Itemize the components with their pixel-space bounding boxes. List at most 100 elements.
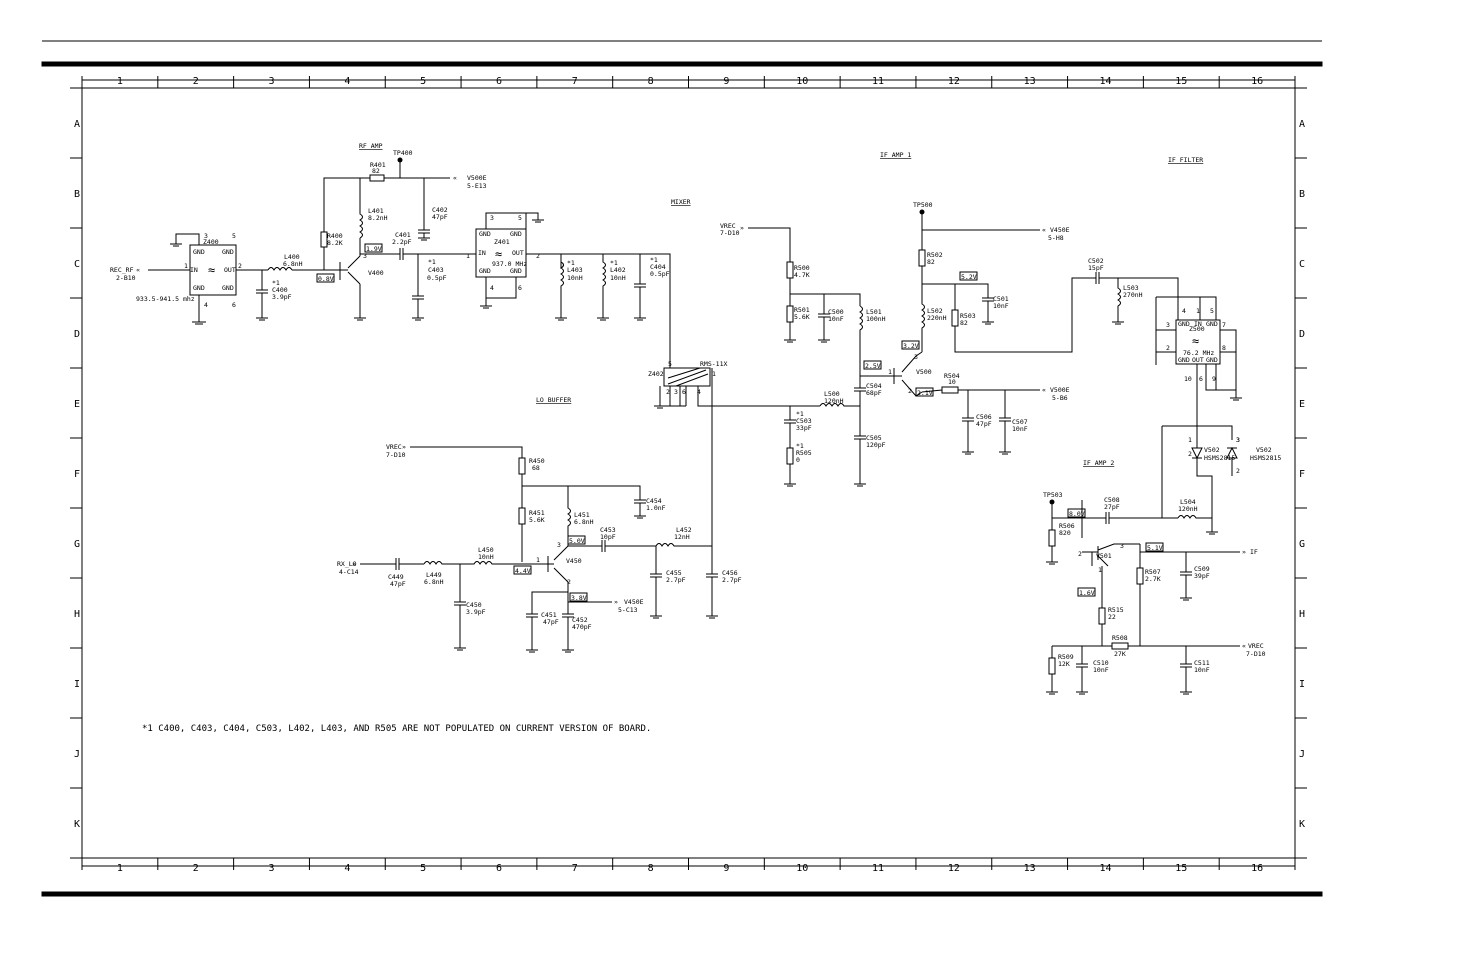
vrec-top-arrow: »: [740, 224, 744, 232]
z402-name: Z402: [648, 370, 664, 378]
l403-name: L403: [567, 266, 583, 274]
z401-gnd-bot: [480, 277, 517, 309]
z500-pin10: 10: [1184, 375, 1192, 383]
c454-name: C454: [646, 497, 662, 505]
v502b-pin2: 2: [1236, 467, 1240, 475]
v450e-top-net: [921, 212, 1040, 231]
rec-rf-ref: 2-B10: [116, 274, 136, 282]
v500-pin2: 2: [908, 387, 912, 395]
tp400-name: TP400: [393, 149, 413, 157]
c402-value: 47pF: [432, 213, 448, 221]
v500e-b-port: V500E: [467, 174, 487, 182]
v-52v: 5.2V: [961, 273, 977, 281]
v500e-b-ref: 5-E13: [467, 182, 487, 190]
grid-col-label-bottom: 2: [193, 863, 199, 874]
c502-value: 15pF: [1088, 264, 1104, 272]
grid-row-label-left: E: [74, 399, 80, 410]
r507-resistor: [1136, 544, 1144, 646]
z401-gnd-1: GND: [479, 230, 491, 238]
grid-col-label-top: 16: [1251, 76, 1263, 87]
grid-row-label-right: I: [1299, 679, 1305, 690]
c500-capacitor: [818, 294, 830, 343]
z401-out: OUT: [512, 249, 524, 257]
vrec-mid-ref: 7-D10: [386, 451, 406, 459]
l403-inductor: [555, 261, 567, 321]
v-44v: 4.4V: [515, 567, 531, 575]
r401-resistor: [369, 174, 385, 182]
v450-pin2: 2: [567, 578, 571, 586]
v450-pin3: 3: [557, 541, 561, 549]
v502a-part: HSMS2815: [1204, 454, 1235, 462]
v450-transistor: [547, 545, 612, 603]
l452-name: L452: [676, 526, 692, 534]
z402-gnd: [654, 386, 687, 409]
c505-name: C505: [866, 434, 882, 442]
top-thick-rule: [41, 61, 1323, 67]
v502-net: [1161, 425, 1233, 518]
z400-gnd-net-top: [175, 233, 200, 245]
v-80v: 8.0V: [1069, 510, 1085, 518]
if-amp-2-circuit: » «: [1046, 499, 1246, 695]
r450-value: 68: [532, 464, 540, 472]
r508-value: 27K: [1114, 650, 1126, 658]
v502b-part: HSMS2815: [1250, 454, 1281, 462]
c507-name: C507: [1012, 418, 1028, 426]
vrec-bot-arrow: «: [1242, 642, 1246, 650]
c503-mark: *1: [796, 410, 804, 418]
z402-pin3: 3: [674, 388, 678, 396]
lo-buffer-circuit: » » »: [352, 443, 718, 653]
l501-value: 100nH: [866, 315, 886, 323]
c503-r505: [784, 406, 796, 487]
r500-name: R500: [794, 264, 810, 272]
mixer-circuit: »: [654, 224, 894, 570]
v450e-bot-arrow: »: [614, 598, 618, 606]
r506-resistor: [1046, 518, 1058, 565]
z401-freq: 937.0 MHz: [492, 260, 527, 268]
c454-value: 1.0nF: [646, 504, 666, 512]
v501-transistor: [1081, 500, 1140, 567]
v-19v: 1.9V: [366, 245, 382, 253]
z401-name: Z401: [494, 238, 510, 246]
c501-name: C501: [993, 295, 1009, 303]
grid-col-label-bottom: 15: [1175, 863, 1187, 874]
l451-name: L451: [574, 511, 590, 519]
r515-name: R515: [1108, 606, 1124, 614]
r507-value: 2.7K: [1145, 575, 1161, 583]
grid-row-label-left: C: [74, 259, 80, 270]
z401-pin5: 5: [518, 214, 522, 222]
v-08v: 0.8V: [318, 275, 334, 283]
z401-gnd-3: GND: [479, 267, 491, 275]
grid-row-label-right: G: [1299, 539, 1305, 550]
filter-symbol-icon: ≈: [1192, 334, 1199, 348]
c500-name: C500: [828, 308, 844, 316]
grid-col-label-top: 11: [872, 76, 884, 87]
if-filter-in-net: [1118, 277, 1179, 320]
c402-capacitor: [418, 178, 430, 238]
grid-row-label-left: A: [74, 119, 80, 130]
z402-pin4: 4: [697, 388, 701, 396]
c400-name: C400: [272, 286, 288, 294]
r507-name: R507: [1145, 568, 1161, 576]
grid-row-label-left: K: [74, 819, 80, 830]
v500-pin3: 3: [914, 353, 918, 361]
r515-value: 22: [1108, 613, 1116, 621]
l451-value: 6.8nH: [574, 518, 594, 526]
c403-capacitor: [412, 254, 424, 321]
grid-col-label-bottom: 8: [648, 863, 654, 874]
c449-value: 47pF: [390, 580, 406, 588]
grid-col-label-bottom: 4: [344, 863, 350, 874]
l400-value: 6.8nH: [283, 260, 303, 268]
v-50v: 5.0V: [569, 537, 585, 545]
r509-name: R509: [1058, 653, 1074, 661]
c504-name: C504: [866, 382, 882, 390]
v502a-pin2: 2: [1188, 450, 1192, 458]
rx-lo-ref: 4-C14: [339, 568, 359, 576]
grid-col-label-top: 14: [1099, 76, 1111, 87]
l402-mark: *1: [610, 259, 618, 267]
z401-gnd-4: GND: [510, 267, 522, 275]
z401-pin6: 6: [518, 284, 522, 292]
voltage-box: [569, 592, 588, 602]
v400-pin3: 3: [363, 252, 367, 260]
v-16v: 1.6V: [1079, 589, 1095, 597]
r504-resistor: [921, 386, 1040, 394]
